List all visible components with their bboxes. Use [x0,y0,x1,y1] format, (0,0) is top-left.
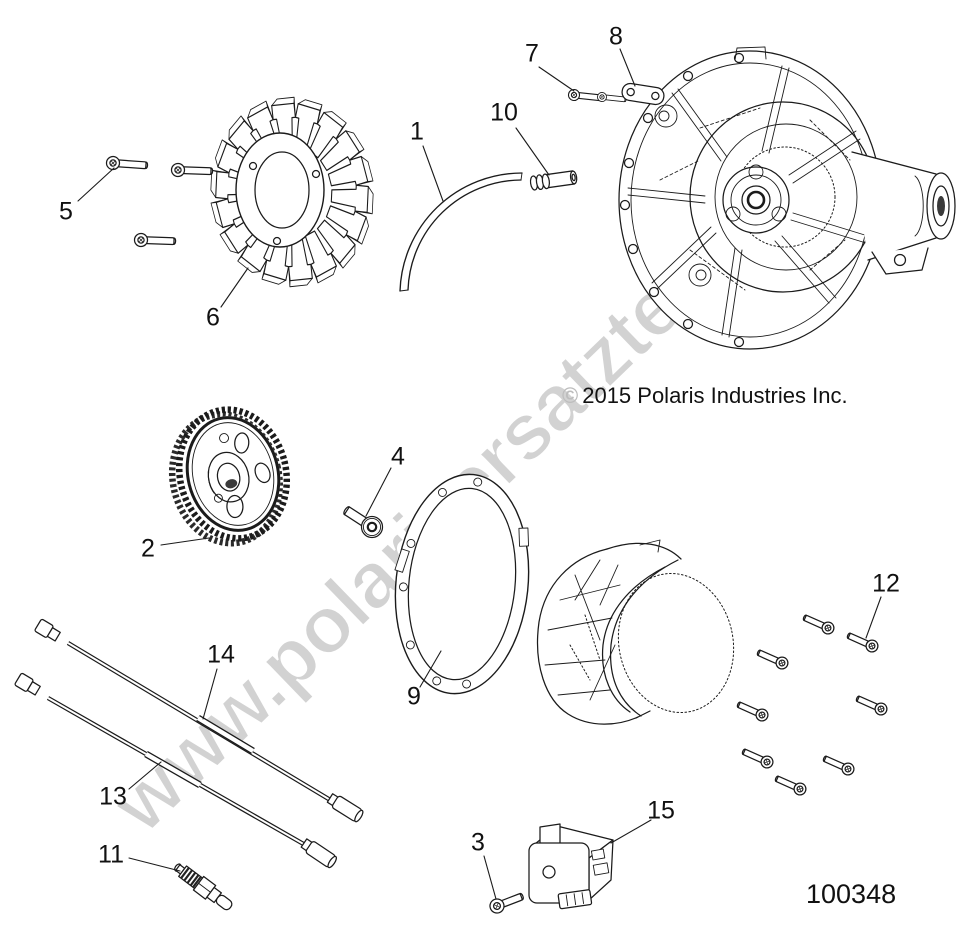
stator-bolts-drawing [105,155,214,249]
screw-7-drawing [567,88,628,105]
callout-9: 9 [407,682,421,711]
copyright-line: ©2015 Polaris Industries Inc. [562,383,848,409]
stator-drawing [209,96,375,288]
coil-bolt-drawing [489,892,524,914]
crankcase-housing-drawing [618,46,956,350]
wire-arc-drawing [399,172,523,292]
callout-13: 13 [99,782,127,811]
terminal-connector-drawing [529,170,578,191]
cover-bolts-drawing [734,611,890,798]
link-plate-drawing [621,82,665,106]
copyright-symbol: © [562,383,579,408]
callout-2: 2 [141,534,155,563]
callout-11: 11 [98,840,124,869]
ignition-coil-drawing [528,823,614,910]
leader-lines [77,48,882,900]
drawing-number: 100348 [806,879,897,909]
callout-10: 10 [490,98,518,127]
callout-1: 1 [410,117,424,146]
callout-5: 5 [59,197,73,226]
callout-15: 15 [647,796,675,825]
gasket-drawing [394,473,530,695]
spark-plug-drawing [174,863,233,911]
callout-4: 4 [391,442,405,471]
callout-14: 14 [207,640,235,669]
copyright-text: 2015 Polaris Industries Inc. [582,383,848,408]
callout-8: 8 [609,22,623,51]
spark-plug-wire-13-drawing [14,672,337,869]
outer-cover-drawing [536,539,735,725]
callout-6: 6 [206,303,220,332]
spark-plug-wire-14-drawing [34,618,364,823]
callout-3: 3 [471,828,485,857]
flywheel-drawing [168,406,291,547]
callout-7: 7 [525,39,539,68]
flywheel-bolt-drawing [343,506,384,539]
callout-12: 12 [872,569,900,598]
